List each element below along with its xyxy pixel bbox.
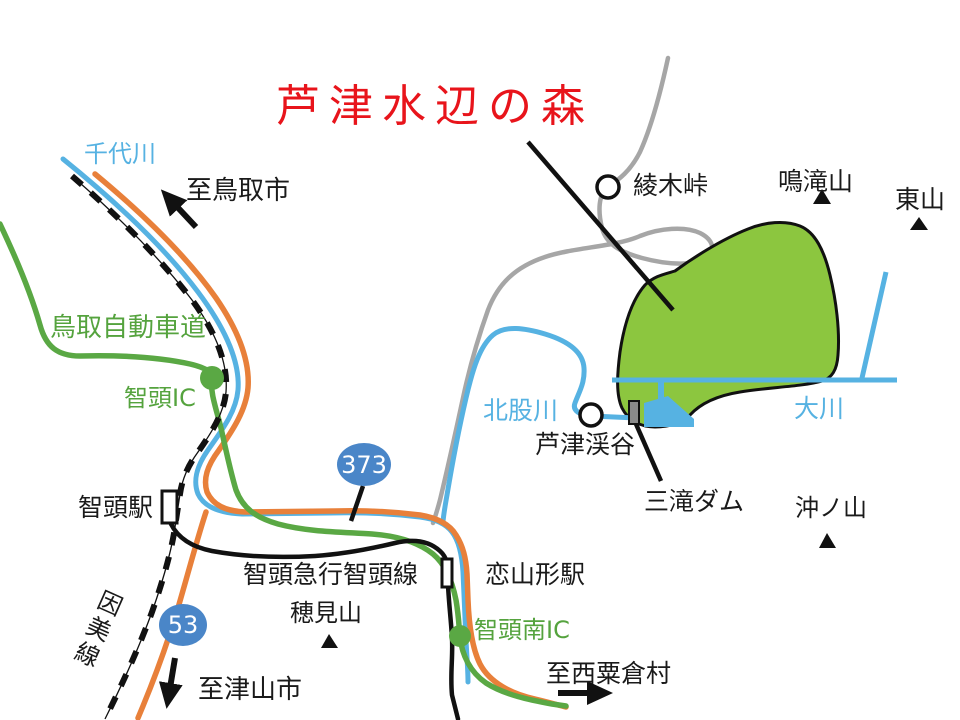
label-chiyo-river: 千代川 <box>84 140 156 168</box>
label-kitamata-river: 北股川 <box>483 396 559 425</box>
label-higashi-mountain: 東山 <box>895 185 946 214</box>
koiyamagata-station-marker <box>440 557 454 589</box>
label-tottori-expressway: 鳥取自動車道 <box>50 313 207 343</box>
label-mitaki-dam: 三滝ダム <box>644 487 745 516</box>
label-ayaki-pass: 綾木峠 <box>633 171 709 200</box>
map-title: 芦津水辺の森 <box>276 81 594 132</box>
inbi-line-dash-path <box>70 173 230 720</box>
label-to-nishiawakura: 至西粟倉村 <box>546 659 672 688</box>
forest-area <box>616 220 841 429</box>
mountain-triangle-okino <box>819 533 836 548</box>
label-chizu-minami-ic: 智頭南IC <box>474 616 570 644</box>
ashizu-valley-marker <box>578 402 604 428</box>
badge373-leader-line <box>348 485 366 522</box>
arrow-to-tottori <box>160 189 199 230</box>
chizu-ic-marker <box>200 366 224 390</box>
okawa-tributary-path <box>859 271 889 379</box>
label-chizu-station: 智頭駅 <box>78 493 154 522</box>
label-homi-mountain: 穂見山 <box>290 599 362 627</box>
route53-road-path <box>135 509 209 720</box>
route-badge-53: 53 <box>159 604 207 646</box>
mitaki-dam-marker <box>628 400 640 425</box>
label-koiyamagata-station: 恋山形駅 <box>485 560 586 589</box>
arrow-to-tsuyama <box>158 657 183 709</box>
label-ashizu-valley: 芦津渓谷 <box>535 430 636 459</box>
label-okawa-river: 大川 <box>794 394 845 423</box>
kitamata-river-path <box>440 326 639 526</box>
mountain-triangle-higashi <box>910 217 928 230</box>
ayaki-pass-marker <box>595 174 621 200</box>
route373-road-path <box>92 171 569 710</box>
label-okino-mountain: 沖ノ山 <box>795 494 867 522</box>
chizu-minami-ic-marker <box>449 625 471 647</box>
title-leader-line <box>526 140 675 312</box>
dam-leader-line <box>633 423 664 482</box>
label-narutaki-mountain: 鳴滝山 <box>778 167 854 196</box>
label-chizu-express-line: 智頭急行智頭線 <box>243 560 419 589</box>
label-to-tottori: 至鳥取市 <box>186 176 291 206</box>
label-to-tsuyama: 至津山市 <box>198 675 303 705</box>
dam-reservoir <box>644 396 694 427</box>
mountain-triangle-narutaki <box>813 189 831 204</box>
label-chizu-ic: 智頭IC <box>124 384 196 412</box>
chizu-station-marker <box>160 489 179 525</box>
mountain-triangle-homi <box>321 634 338 648</box>
route-badge-373: 373 <box>337 443 391 486</box>
